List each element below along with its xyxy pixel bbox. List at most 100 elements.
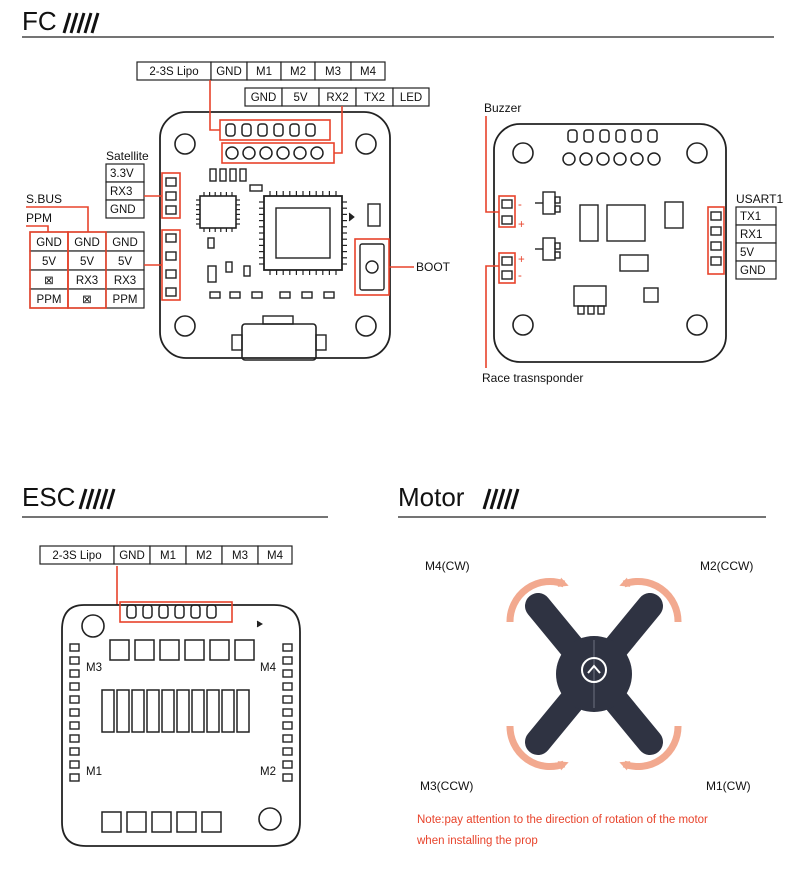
fc-back-side-pads	[501, 199, 722, 280]
motor-section-header: Motor	[398, 482, 766, 518]
fc-top-row-label: 2-3S Lipo	[149, 66, 198, 78]
esc-board-outline	[61, 604, 301, 847]
esc-title: ESC	[22, 482, 75, 512]
usart-pin-label: TX1	[740, 211, 761, 223]
fc-top-row-cell	[350, 61, 386, 81]
sbus-column-highlight	[67, 231, 107, 309]
race-transponder-label: Race trasnsponder	[482, 371, 583, 385]
fc-top-row-label: M4	[360, 66, 377, 78]
fc-back-board: - + + -	[493, 123, 727, 363]
buzzer-minus: -	[518, 199, 522, 211]
motor-m4-label: M4(CW)	[425, 559, 470, 573]
esc-top-row-label: M4	[267, 550, 284, 562]
esc-m2-label: M2	[260, 766, 276, 778]
buzzer-leader	[485, 116, 499, 213]
fc-back-mount-hole	[686, 142, 708, 164]
esc-m4-label: M4	[260, 662, 277, 674]
satellite-pin-label: RX3	[110, 186, 132, 198]
esc-side-pads	[69, 643, 293, 782]
motor-title-slashes	[482, 488, 520, 510]
fc-title-slashes	[62, 12, 100, 34]
receiver-pin-label: GND	[112, 237, 138, 249]
race-transponder-highlight	[498, 252, 516, 284]
fc-mount-hole	[355, 315, 377, 337]
fc-mount-hole	[355, 133, 377, 155]
receiver-pin-label: PPM	[37, 294, 62, 306]
esc-components	[101, 639, 255, 833]
race-minus: -	[518, 270, 522, 282]
fc-left-pads	[165, 177, 177, 297]
motor-m4-rotation-arrow	[506, 577, 569, 623]
motor-m1-label: M1(CW)	[706, 779, 751, 793]
esc-section-header: ESC	[22, 482, 328, 518]
receiver-pin-label: ⊠	[82, 294, 92, 306]
quad-frame	[525, 593, 663, 755]
fc-back-mount-hole	[512, 142, 534, 164]
fc-back-mount-hole	[512, 314, 534, 336]
motor-note-line2: when installing the prop	[416, 835, 538, 847]
fc-back-outline	[493, 123, 727, 363]
usart-pin-label: GND	[740, 265, 766, 277]
motor-m2-rotation-arrow	[619, 577, 682, 623]
fc-top-pads	[225, 123, 324, 160]
fc-second-row-leader	[334, 106, 343, 154]
fc-board: BOOT	[159, 111, 451, 361]
motor-m2-label: M2(CCW)	[700, 559, 753, 573]
satellite-pin-label: GND	[110, 204, 136, 216]
buzzer-plus: +	[518, 219, 525, 231]
esc-top-row-label: M3	[232, 550, 248, 562]
esc-m1-label: M1	[86, 766, 102, 778]
satellite-pin-label: 3.3V	[110, 168, 134, 180]
ppm-label: PPM	[26, 211, 52, 225]
motor-note-line1: Note:pay attention to the direction of r…	[417, 814, 708, 826]
usart-highlight	[707, 206, 725, 275]
fc-title: FC	[22, 6, 57, 36]
fc-second-row-cell	[392, 87, 430, 107]
fc-mcu-pins	[196, 191, 347, 275]
esc-orientation-arrow	[256, 620, 263, 628]
usart-pin-cell	[735, 260, 777, 280]
fc-top-row-label: M3	[325, 66, 341, 78]
fc-top-row-leader	[209, 80, 220, 131]
fc-mount-hole	[174, 315, 196, 337]
buzzer-label: Buzzer	[484, 101, 521, 115]
receiver-pin-label: PPM	[113, 294, 138, 306]
receiver-pin-label: ⊠	[44, 275, 54, 287]
usart-pin-label: 5V	[740, 247, 754, 259]
esc-power-highlight	[119, 601, 233, 623]
esc-top-row-label: GND	[119, 550, 145, 562]
receiver-pin-label: 5V	[118, 256, 132, 268]
boot-label: BOOT	[416, 260, 451, 274]
receiver-pin-label: RX3	[114, 275, 136, 287]
fc-top-row-label: GND	[216, 66, 242, 78]
receiver-pin-label: 5V	[80, 256, 94, 268]
receiver-pin-label: GND	[74, 237, 100, 249]
fc-mount-hole	[174, 133, 196, 155]
motor-title: Motor	[398, 482, 465, 512]
fc-back-pads	[562, 129, 661, 166]
fc-second-row-label: GND	[251, 92, 277, 104]
receiver-pin-label: RX3	[76, 275, 98, 287]
sbus-label: S.BUS	[26, 192, 62, 206]
receiver-pin-label: 5V	[42, 256, 56, 268]
fc-back-components	[535, 191, 684, 315]
fc-second-row-label: LED	[400, 92, 422, 104]
fc-section-header: FC	[22, 6, 774, 38]
usart-label: USART1	[736, 192, 783, 206]
fc-top-row-label: M2	[290, 66, 306, 78]
esc-title-slashes	[78, 488, 116, 510]
esc-top-row-label: M1	[160, 550, 176, 562]
fc-second-row-label: 5V	[293, 92, 307, 104]
fc-second-row-label: TX2	[364, 92, 385, 104]
fc-back-mount-hole	[686, 314, 708, 336]
